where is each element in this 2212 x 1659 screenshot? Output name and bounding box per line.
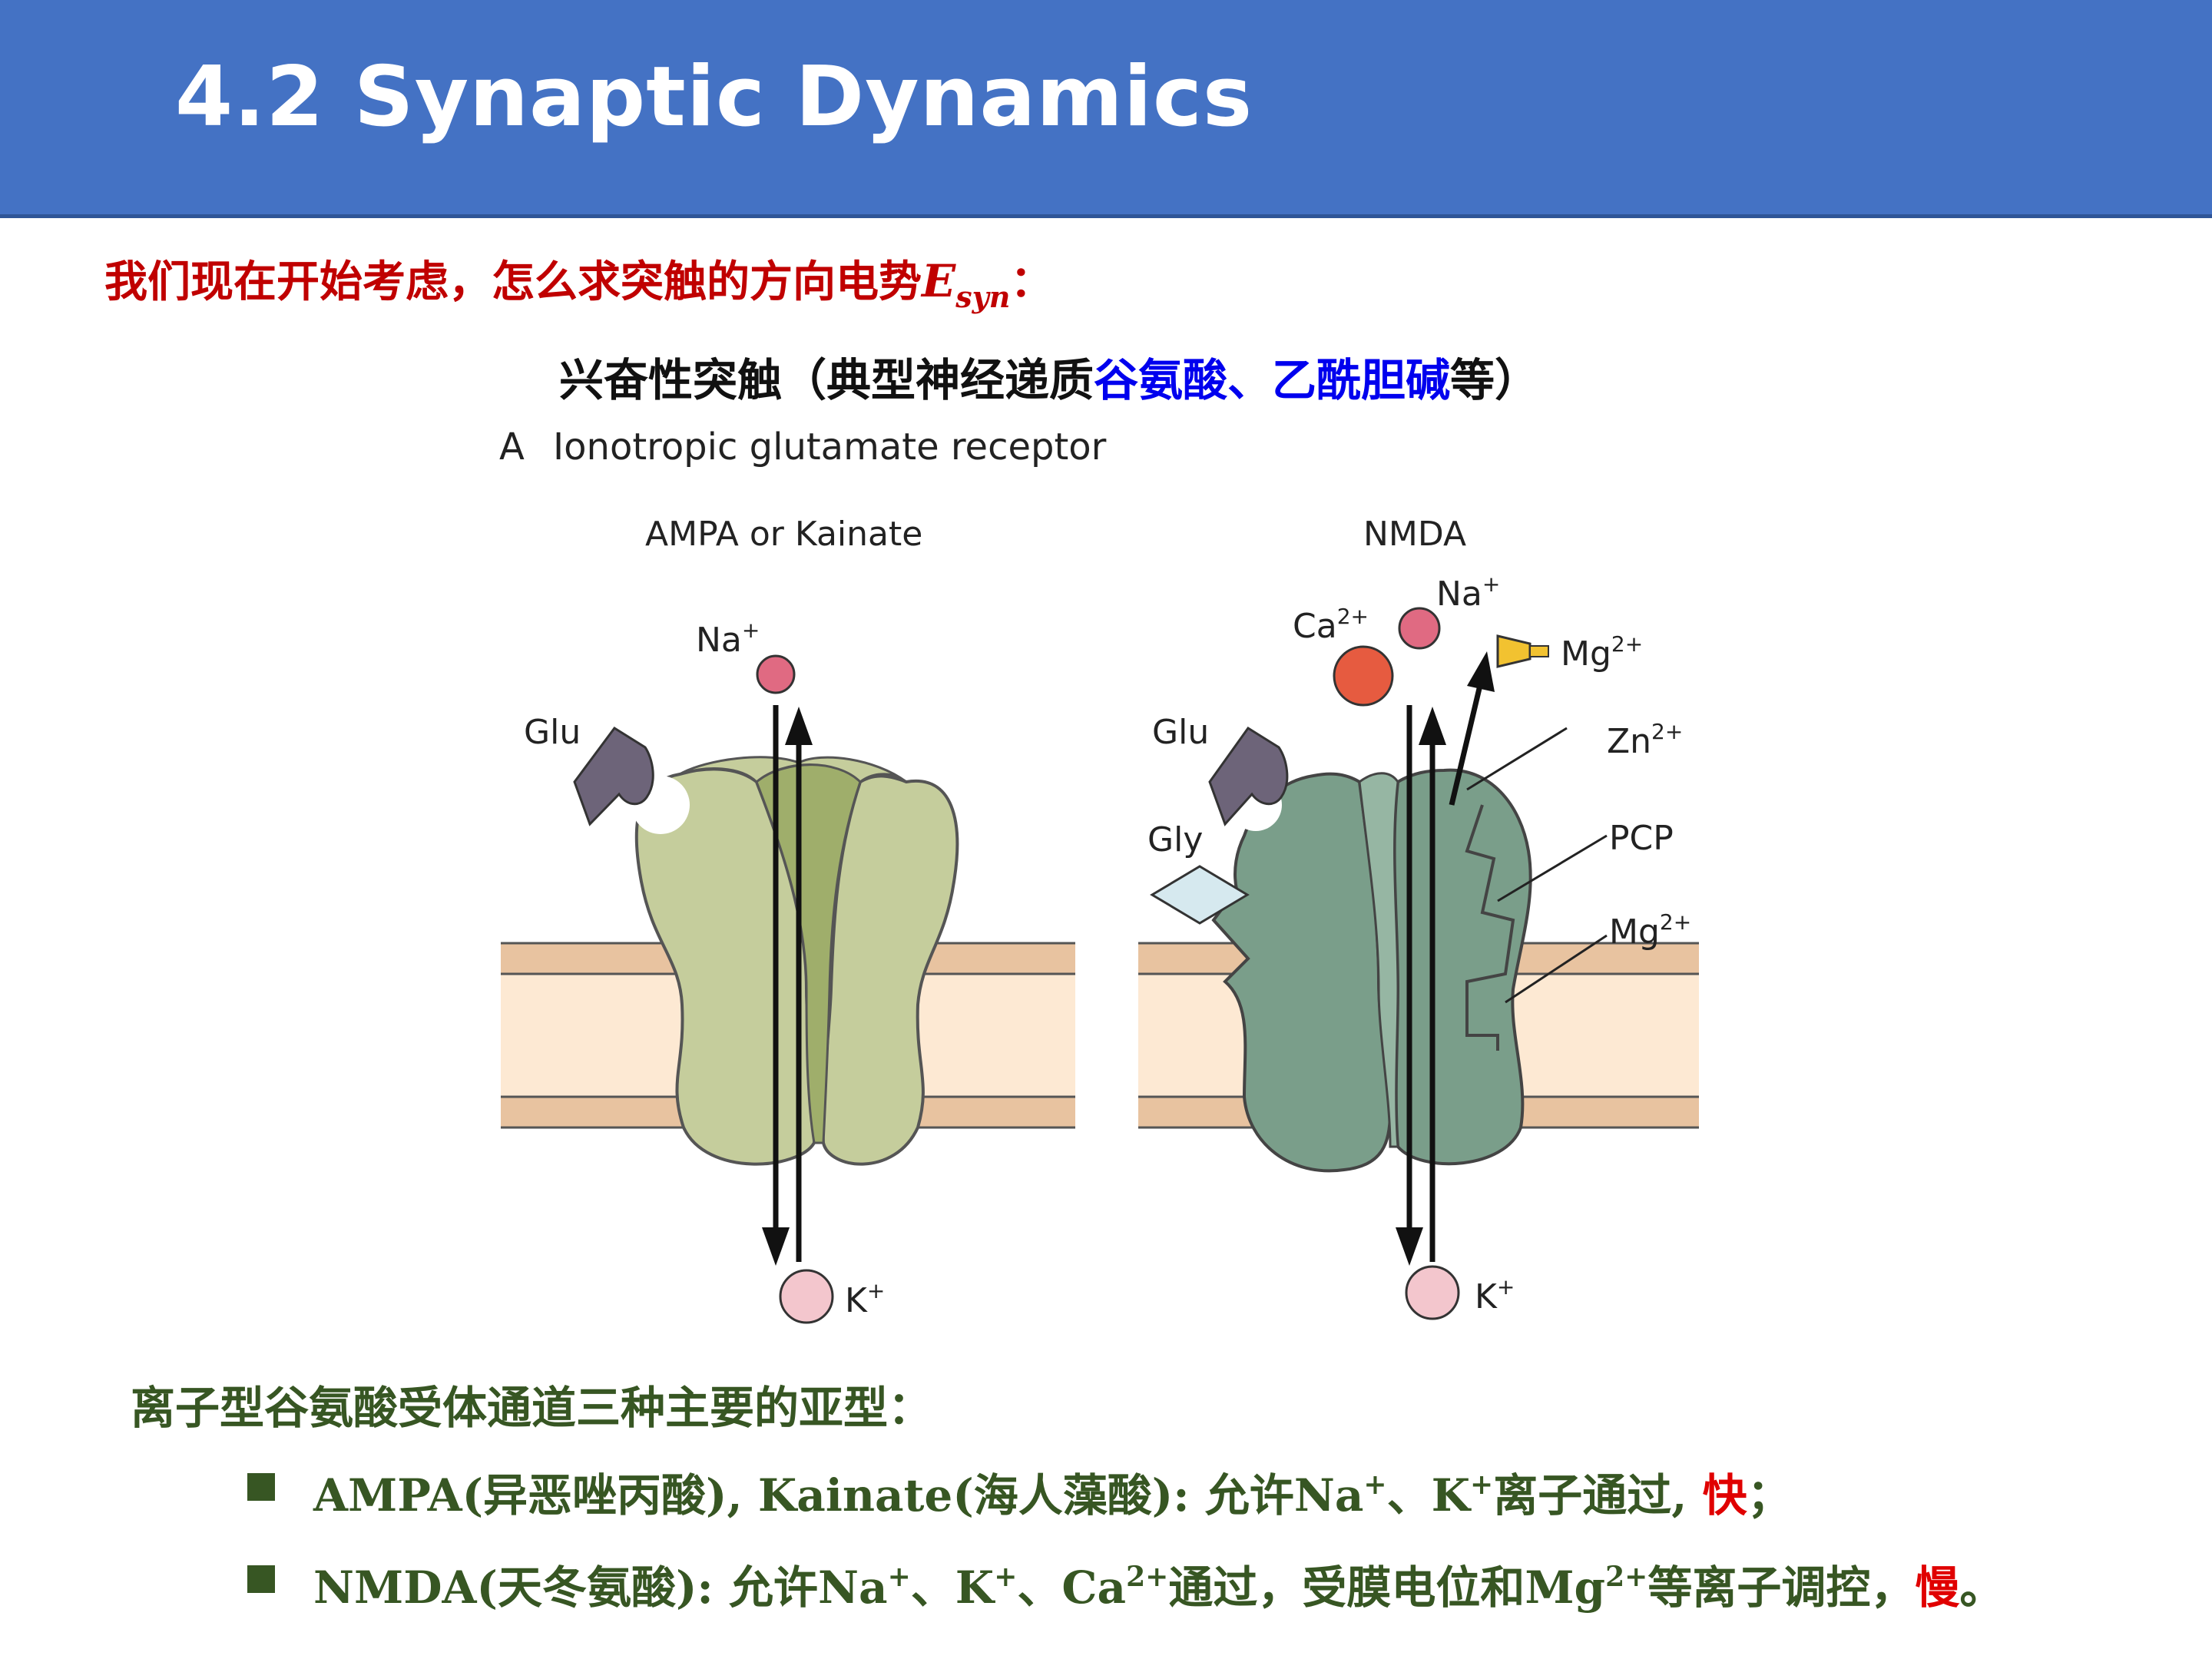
bullet-square-icon [247, 1473, 275, 1501]
receptor-figure: A Ionotropic glutamate receptor AMPA or … [476, 421, 1720, 1343]
na-ion-left [756, 654, 796, 694]
glu-ligand-left [573, 726, 654, 826]
subtype-heading: 离子型谷氨酸受体通道三种主要的亚型： [131, 1382, 933, 1434]
na-label-right: Na+ [1436, 571, 1500, 614]
receptor-diagram: A Ionotropic glutamate receptor AMPA or … [499, 426, 1699, 1324]
neurotransmitter-names: 谷氨酸、乙酰胆碱 [1094, 354, 1451, 406]
k-ion-right [1405, 1265, 1460, 1320]
nmda-title: NMDA [1363, 515, 1466, 554]
glu-label-left: Glu [524, 713, 581, 752]
ca-ion [1333, 645, 1394, 707]
esyn-variable: Esyn [922, 255, 1011, 314]
na-label-left: Na+ [696, 618, 760, 660]
ca-label: Ca2+ [1293, 604, 1369, 646]
gly-ligand [1150, 865, 1250, 925]
mg-label-top: Mg2+ [1561, 631, 1643, 674]
ampa-receptor [631, 756, 959, 1166]
glu-label-right: Glu [1152, 713, 1209, 752]
nmda-receptor [1211, 768, 1532, 1173]
pcp-label: PCP [1609, 819, 1674, 858]
intro-text: 我们现在开始考虑，怎么求突触的方向电势 [104, 257, 922, 307]
excitatory-synapse-subtitle: 兴奋性突触（典型神经递质谷氨酸、乙酰胆碱等） [559, 354, 1540, 406]
gly-label: Gly [1147, 820, 1203, 859]
mg-blocker [1496, 634, 1532, 668]
glu-ligand-right [1208, 726, 1289, 826]
mg-expulsion-arrow [1449, 681, 1484, 806]
bullet-square-icon [247, 1565, 275, 1593]
k-label-left: K+ [845, 1278, 885, 1320]
ampa-title: AMPA or Kainate [645, 515, 922, 554]
title-bar: 4.2 Synaptic Dynamics [0, 0, 2212, 218]
mg-label-pore: Mg2+ [1609, 909, 1691, 952]
panel-title: Ionotropic glutamate receptor [553, 426, 1107, 469]
zn-label: Zn2+ [1607, 719, 1683, 761]
intro-question: 我们现在开始考虑，怎么求突触的方向电势Esyn： [104, 255, 1054, 314]
slide-title: 4.2 Synaptic Dynamics [175, 49, 1253, 145]
k-ion-left [779, 1269, 834, 1324]
na-ion-right [1398, 607, 1441, 650]
k-label-right: K+ [1475, 1274, 1515, 1316]
panel-letter: A [499, 426, 525, 469]
